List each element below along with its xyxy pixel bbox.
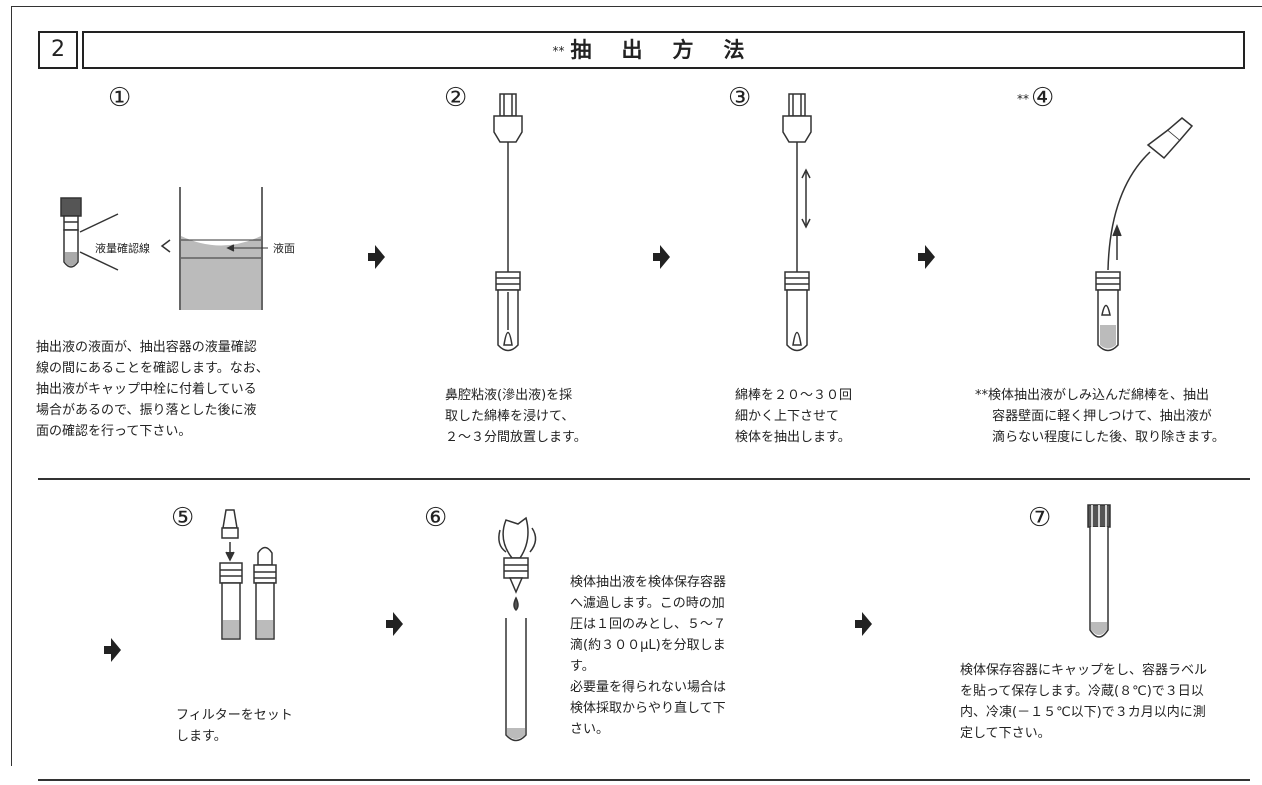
- step-5-number: ⑤: [171, 503, 195, 533]
- arrow-6-7: [855, 612, 872, 636]
- step-2-swab-illustration: [493, 93, 523, 352]
- arrow-4-5: [104, 638, 121, 662]
- arrow-1-2: [368, 245, 385, 269]
- arrow-5-6: [386, 612, 403, 636]
- title-asterisk: **: [552, 44, 565, 58]
- arrow-3-4: [918, 245, 935, 269]
- arrow-2-3: [653, 245, 670, 269]
- step-7-text: 検体保存容器にキャップをし、容器ラベル を貼って保存します。冷蔵(８℃)で３日以…: [960, 663, 1208, 741]
- page-frame-left: [11, 6, 12, 766]
- step-6-number: ⑥: [424, 503, 448, 533]
- page-frame-top: [11, 6, 1262, 7]
- step-4-number: **④: [1017, 83, 1054, 113]
- section-title: 抽出方法: [570, 38, 775, 62]
- step-1-text: 抽出液の液面が、抽出容器の液量確認 線の間にあることを確認します。なお、 抽出液…: [36, 340, 269, 439]
- step-4-text: **検体抽出液がしみ込んだ綿棒を、抽出 容器壁面に軽く押しつけて、抽出液が 滴ら…: [975, 388, 1225, 445]
- step-6-text: 検体抽出液を検体保存容器 へ濾過します。この時の加 圧は１回のみとし、５～７ 滴…: [570, 575, 727, 737]
- surface-label: 液面: [273, 242, 295, 255]
- section-title-box: ** 抽出方法: [82, 31, 1245, 69]
- step-1-small-tube-illustration: [60, 197, 119, 271]
- step-3-number: ③: [728, 83, 752, 113]
- step-3-text: 綿棒を２０～３０回 細かく上下させて 検体を抽出します。: [735, 388, 853, 445]
- bottom-rule: [38, 779, 1250, 781]
- step-3-swab-illustration: [782, 93, 812, 352]
- step-5-filter-illustration: [219, 509, 277, 640]
- step-5-text: フィルターをセット します。: [176, 708, 293, 744]
- step-7-number: ⑦: [1028, 503, 1052, 533]
- section-number: 2: [38, 31, 78, 69]
- step-4-asterisk: **: [1017, 91, 1029, 106]
- step-2-text: 鼻腔粘液(滲出液)を採 取した綿棒を浸けて、 ２～３分間放置します。: [445, 388, 587, 445]
- step-6-filter-drop-illustration: [498, 516, 537, 742]
- step-1-enlarged-beaker-illustration: [160, 187, 268, 310]
- step-4-swab-illustration: [1095, 117, 1194, 352]
- step-1-number: ①: [108, 83, 132, 113]
- row-divider: [38, 478, 1250, 480]
- step-2-number: ②: [444, 83, 468, 113]
- check-line-label: 液量確認線: [95, 242, 150, 255]
- step-4-number-glyph: ④: [1031, 83, 1055, 113]
- step-7-capped-tube-illustration: [1087, 504, 1111, 638]
